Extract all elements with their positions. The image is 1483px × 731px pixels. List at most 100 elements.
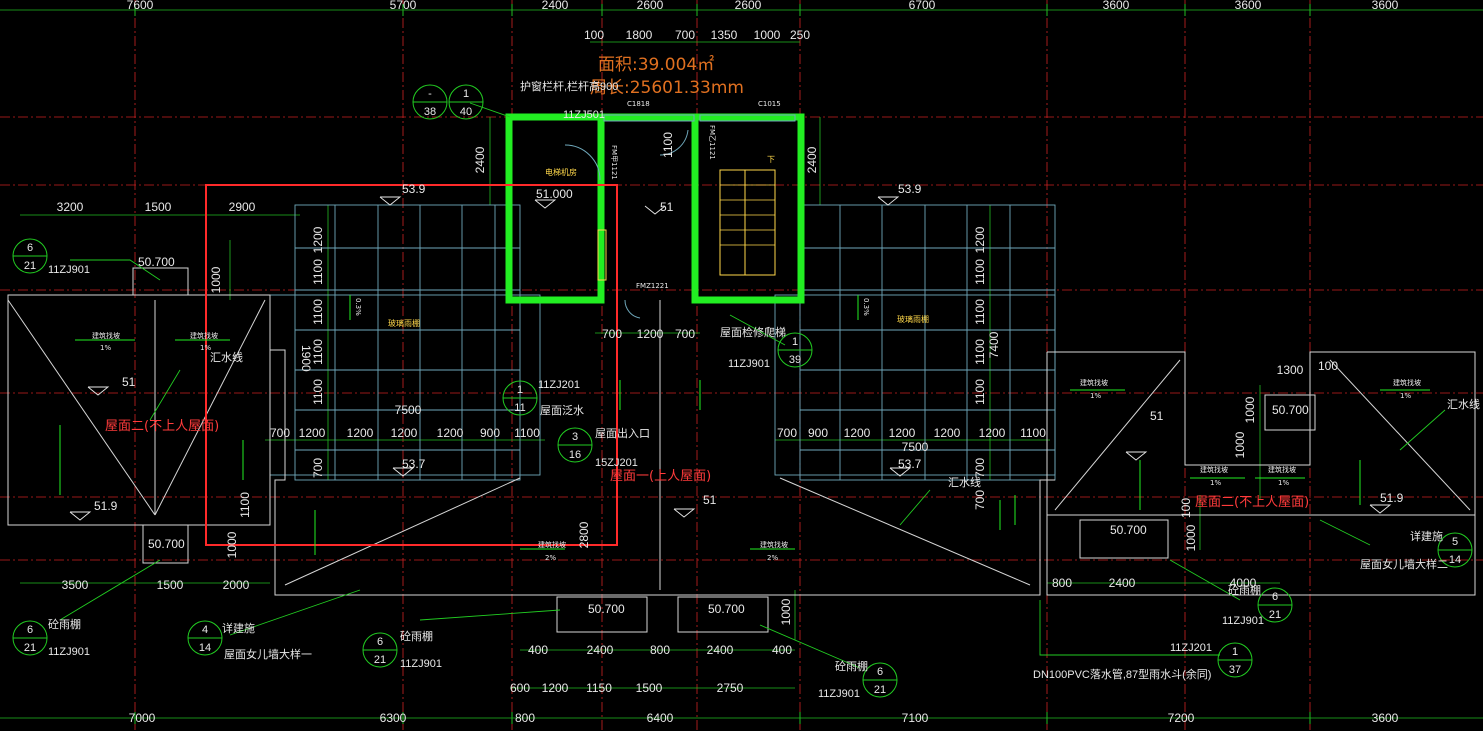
- txt-detail2: 详建施: [1410, 529, 1443, 543]
- bottom-dims3: 400 2400 800 2400 400: [528, 643, 792, 657]
- elev-51000: 51.000: [536, 187, 573, 201]
- txt-parapet2: 屋面女儿墙大样二: [1360, 557, 1448, 571]
- dim-left-0: 3200: [57, 200, 84, 214]
- lgr-4: 1200: [437, 426, 464, 440]
- vdr-3: 1100: [973, 339, 987, 365]
- bottom-dims2: 600 1200 1150 1500 2750: [510, 681, 744, 695]
- txt-fm1121: FM甲1121: [610, 145, 618, 180]
- dim-bot2-4: 2750: [717, 681, 744, 695]
- vm-1000a: 1000: [209, 266, 223, 293]
- vdl-3: 1100: [311, 339, 325, 365]
- txt-detail1: 详建施: [222, 621, 255, 635]
- dim-lb-1: 1500: [157, 578, 184, 592]
- txt-roof1: 屋面一(上人屋面): [610, 469, 711, 484]
- top-dims2: 100 1800 700 1350 1000 250: [584, 28, 810, 42]
- vdr-4: 1100: [973, 379, 987, 405]
- txt-slope6: 建筑找坡: [760, 540, 788, 549]
- txt-canopy1: 砼雨棚: [48, 617, 81, 631]
- lgr-6: 1100: [514, 426, 540, 440]
- txt-pct1f: 1%: [1278, 479, 1289, 487]
- lgr-0: 700: [270, 426, 290, 440]
- vm-2800: 2800: [577, 521, 591, 548]
- dim-ticks: [134, 4, 1311, 724]
- bubble-6-bot: 39: [789, 354, 801, 366]
- txt-railing: 护窗栏杆,栏杆高900: [520, 79, 618, 93]
- txt-slope3: 建筑找坡: [1080, 378, 1108, 387]
- rgr-2: 1200: [844, 426, 871, 440]
- elev-50700a: 50.700: [138, 255, 175, 269]
- elev-51b: 51: [122, 375, 136, 389]
- txt-parapet1: 屋面女儿墙大样一: [224, 647, 312, 661]
- perimeter-label: 周长:25601.33mm: [590, 78, 744, 98]
- txt-fmz1221: FMZ1221: [636, 282, 669, 290]
- lgr-1: 1200: [299, 426, 326, 440]
- elev-537b: 53.7: [898, 457, 922, 471]
- lgr-3: 1200: [391, 426, 418, 440]
- span-7500a: 7500: [395, 403, 422, 417]
- span-7500b: 7500: [902, 440, 929, 454]
- left-grid-row: 700 1200 1200 1200 1200 900 1100: [270, 426, 540, 440]
- vdl-4: 1100: [311, 379, 325, 405]
- bubble-11-bot: 21: [1269, 609, 1281, 621]
- selection-box[interactable]: [205, 184, 618, 546]
- vm-2400a: 2400: [473, 146, 487, 173]
- bubble-2-top: 1: [463, 88, 469, 100]
- txt-pct1a: 1%: [100, 344, 111, 352]
- dim-bot-4: 7100: [902, 711, 929, 725]
- bubble-7-top: 6: [27, 624, 33, 636]
- txt-glass2: 玻璃雨棚: [897, 314, 929, 324]
- span-1300: 1300: [1277, 363, 1304, 377]
- txt-slope8: 建筑找坡: [1268, 465, 1296, 474]
- vert-dims-left: 1200 1100 1100 1100 1100 700: [311, 226, 325, 478]
- elev-519b: 51.9: [1380, 491, 1404, 505]
- txt-zj201c: 11ZJ201: [1170, 642, 1212, 654]
- dim-bot2-3: 1500: [636, 681, 663, 695]
- txt-slope7: 建筑找坡: [1200, 465, 1228, 474]
- ref-bubbles: [12, 84, 1473, 698]
- txt-pct1d: 1%: [1400, 392, 1411, 400]
- dimension-lines: [0, 9, 1483, 719]
- core-dims: 700 1200 700: [602, 327, 695, 341]
- bubble-5-bot: 16: [569, 449, 581, 461]
- bubble-12-bot: 37: [1229, 664, 1241, 676]
- bubble-10-bot: 21: [874, 684, 886, 696]
- txt-pct2b: 2%: [767, 554, 778, 562]
- elevation-labels: 53.9 53.9 51.000 51 51 51 51 53.7 53.7 5…: [94, 182, 1404, 616]
- elev-51a: 51: [660, 200, 674, 214]
- dim-bot-6: 3600: [1372, 711, 1399, 725]
- txt-huishui2: 汇水线: [948, 475, 981, 489]
- dim-top2-3: 1350: [711, 28, 738, 42]
- dim-bot-0: 7000: [129, 711, 156, 725]
- bubble-13-bot: 14: [1449, 554, 1461, 566]
- bubble-11-top: 6: [1272, 591, 1278, 603]
- dim-top2-1: 1800: [626, 28, 653, 42]
- txt-slope5: 建筑找坡: [538, 540, 566, 549]
- vdr-2: 1100: [973, 299, 987, 325]
- txt-canopy4: 砼雨棚: [1228, 583, 1261, 597]
- txt-huishui3: 汇水线: [1447, 397, 1480, 411]
- elev-50700c: 50.700: [588, 602, 625, 616]
- vm-1000f: 1000: [1233, 431, 1247, 458]
- dim-core-0: 700: [602, 327, 622, 341]
- elev-50700b: 50.700: [148, 537, 185, 551]
- left-dims: 3200 1500 2900 3500 1500 2000 800 2400 4…: [57, 200, 1257, 592]
- dim-bot3-0: 400: [528, 643, 548, 657]
- txt-pct1c: 1%: [1090, 392, 1101, 400]
- slope-arrows: [59, 295, 1430, 555]
- txt-roof2b: 屋面二(不上人屋面): [1195, 495, 1309, 510]
- elev-50700f: 50.700: [1110, 523, 1147, 537]
- bubble-labels: - 38 1 40 6 21 1 11 3 16 1 39 6 21 4 14 …: [24, 88, 1461, 696]
- txt-down: 下: [767, 155, 775, 164]
- dim-bot-1: 6300: [380, 711, 407, 725]
- vm-2400b: 2400: [805, 146, 819, 173]
- txt-zj901f: 11ZJ901: [1222, 615, 1264, 627]
- txt-roof-exit: 屋面出入口: [595, 426, 650, 440]
- dim-bot3-1: 2400: [587, 643, 614, 657]
- bubble-12-top: 1: [1232, 646, 1238, 658]
- vdl-1: 1100: [311, 259, 325, 285]
- txt-roof2a: 屋面二(不上人屋面): [105, 419, 219, 434]
- rgr-5: 1200: [979, 426, 1006, 440]
- bottom-dims: 7000 6300 800 6400 7100 7200 3600: [129, 711, 1399, 725]
- elev-50700d: 50.700: [708, 602, 745, 616]
- bubble-2-bot: 40: [460, 106, 472, 118]
